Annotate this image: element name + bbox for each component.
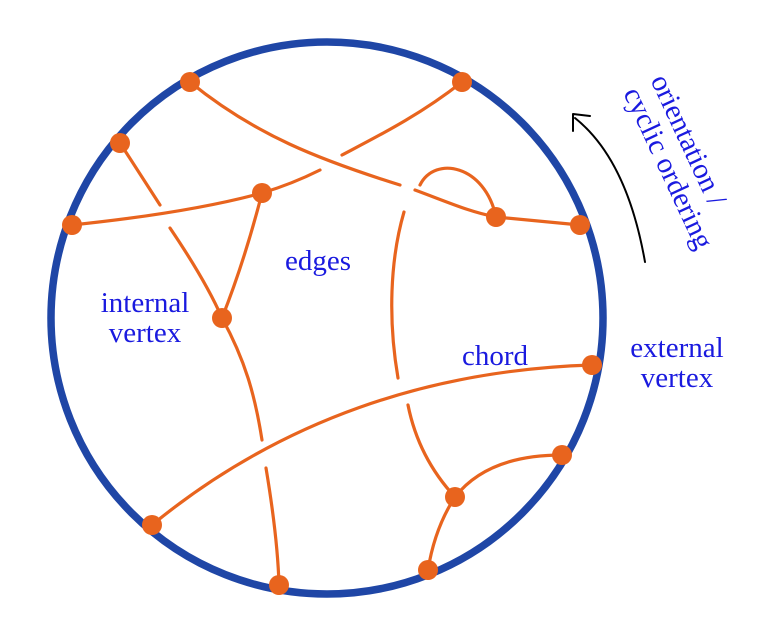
curved-arrow-icon (572, 113, 646, 263)
external-vertex (418, 560, 438, 580)
edge-left-diagonal-a (118, 141, 162, 207)
internal-vertex (445, 487, 465, 507)
vertex-group (62, 72, 602, 595)
internal-vertex-label: internal vertex (80, 288, 210, 348)
internal-vertex (252, 183, 272, 203)
edge-bottom-right-arc (453, 453, 564, 499)
arrow-shaft (574, 117, 646, 263)
edge-vertical-b (406, 403, 457, 499)
external-vertex (582, 355, 602, 375)
edge-top-left-to-right-c (494, 215, 582, 227)
external-vertex (110, 133, 130, 153)
chord (150, 363, 594, 527)
arrow-head (572, 113, 591, 132)
edge-top-left-to-right-a (188, 80, 402, 187)
edges-label: edges (284, 245, 352, 277)
chord-label: chord (461, 340, 529, 372)
external-vertex (552, 445, 572, 465)
edge-bottom-right-down (426, 495, 457, 572)
internal-vertex-label-line2: vertex (108, 317, 182, 349)
external-vertex-label-line1: external (630, 332, 724, 364)
external-vertex (180, 72, 200, 92)
external-vertex (142, 515, 162, 535)
external-vertex (269, 575, 289, 595)
edge-to-left-boundary (70, 191, 264, 227)
edge-down-to-bottom-b (264, 466, 281, 587)
boundary-circle (47, 38, 607, 598)
edge-top-left-to-right-b (413, 188, 498, 219)
external-vertex (570, 215, 590, 235)
internal-vertex-label-line1: internal (100, 287, 190, 319)
internal-vertex (212, 308, 232, 328)
edge-internal-link (220, 191, 264, 320)
edge-loop (418, 166, 498, 219)
edge-vertical-a (390, 210, 406, 380)
internal-vertex (486, 207, 506, 227)
edge-group (70, 80, 594, 587)
external-vertex (62, 215, 82, 235)
external-vertex-label: external vertex (612, 333, 742, 393)
external-vertex (452, 72, 472, 92)
external-vertex-label-line2: vertex (640, 362, 714, 394)
edge-top-right-to-left-a (340, 80, 464, 157)
edge-down-to-bottom-a (220, 316, 264, 442)
